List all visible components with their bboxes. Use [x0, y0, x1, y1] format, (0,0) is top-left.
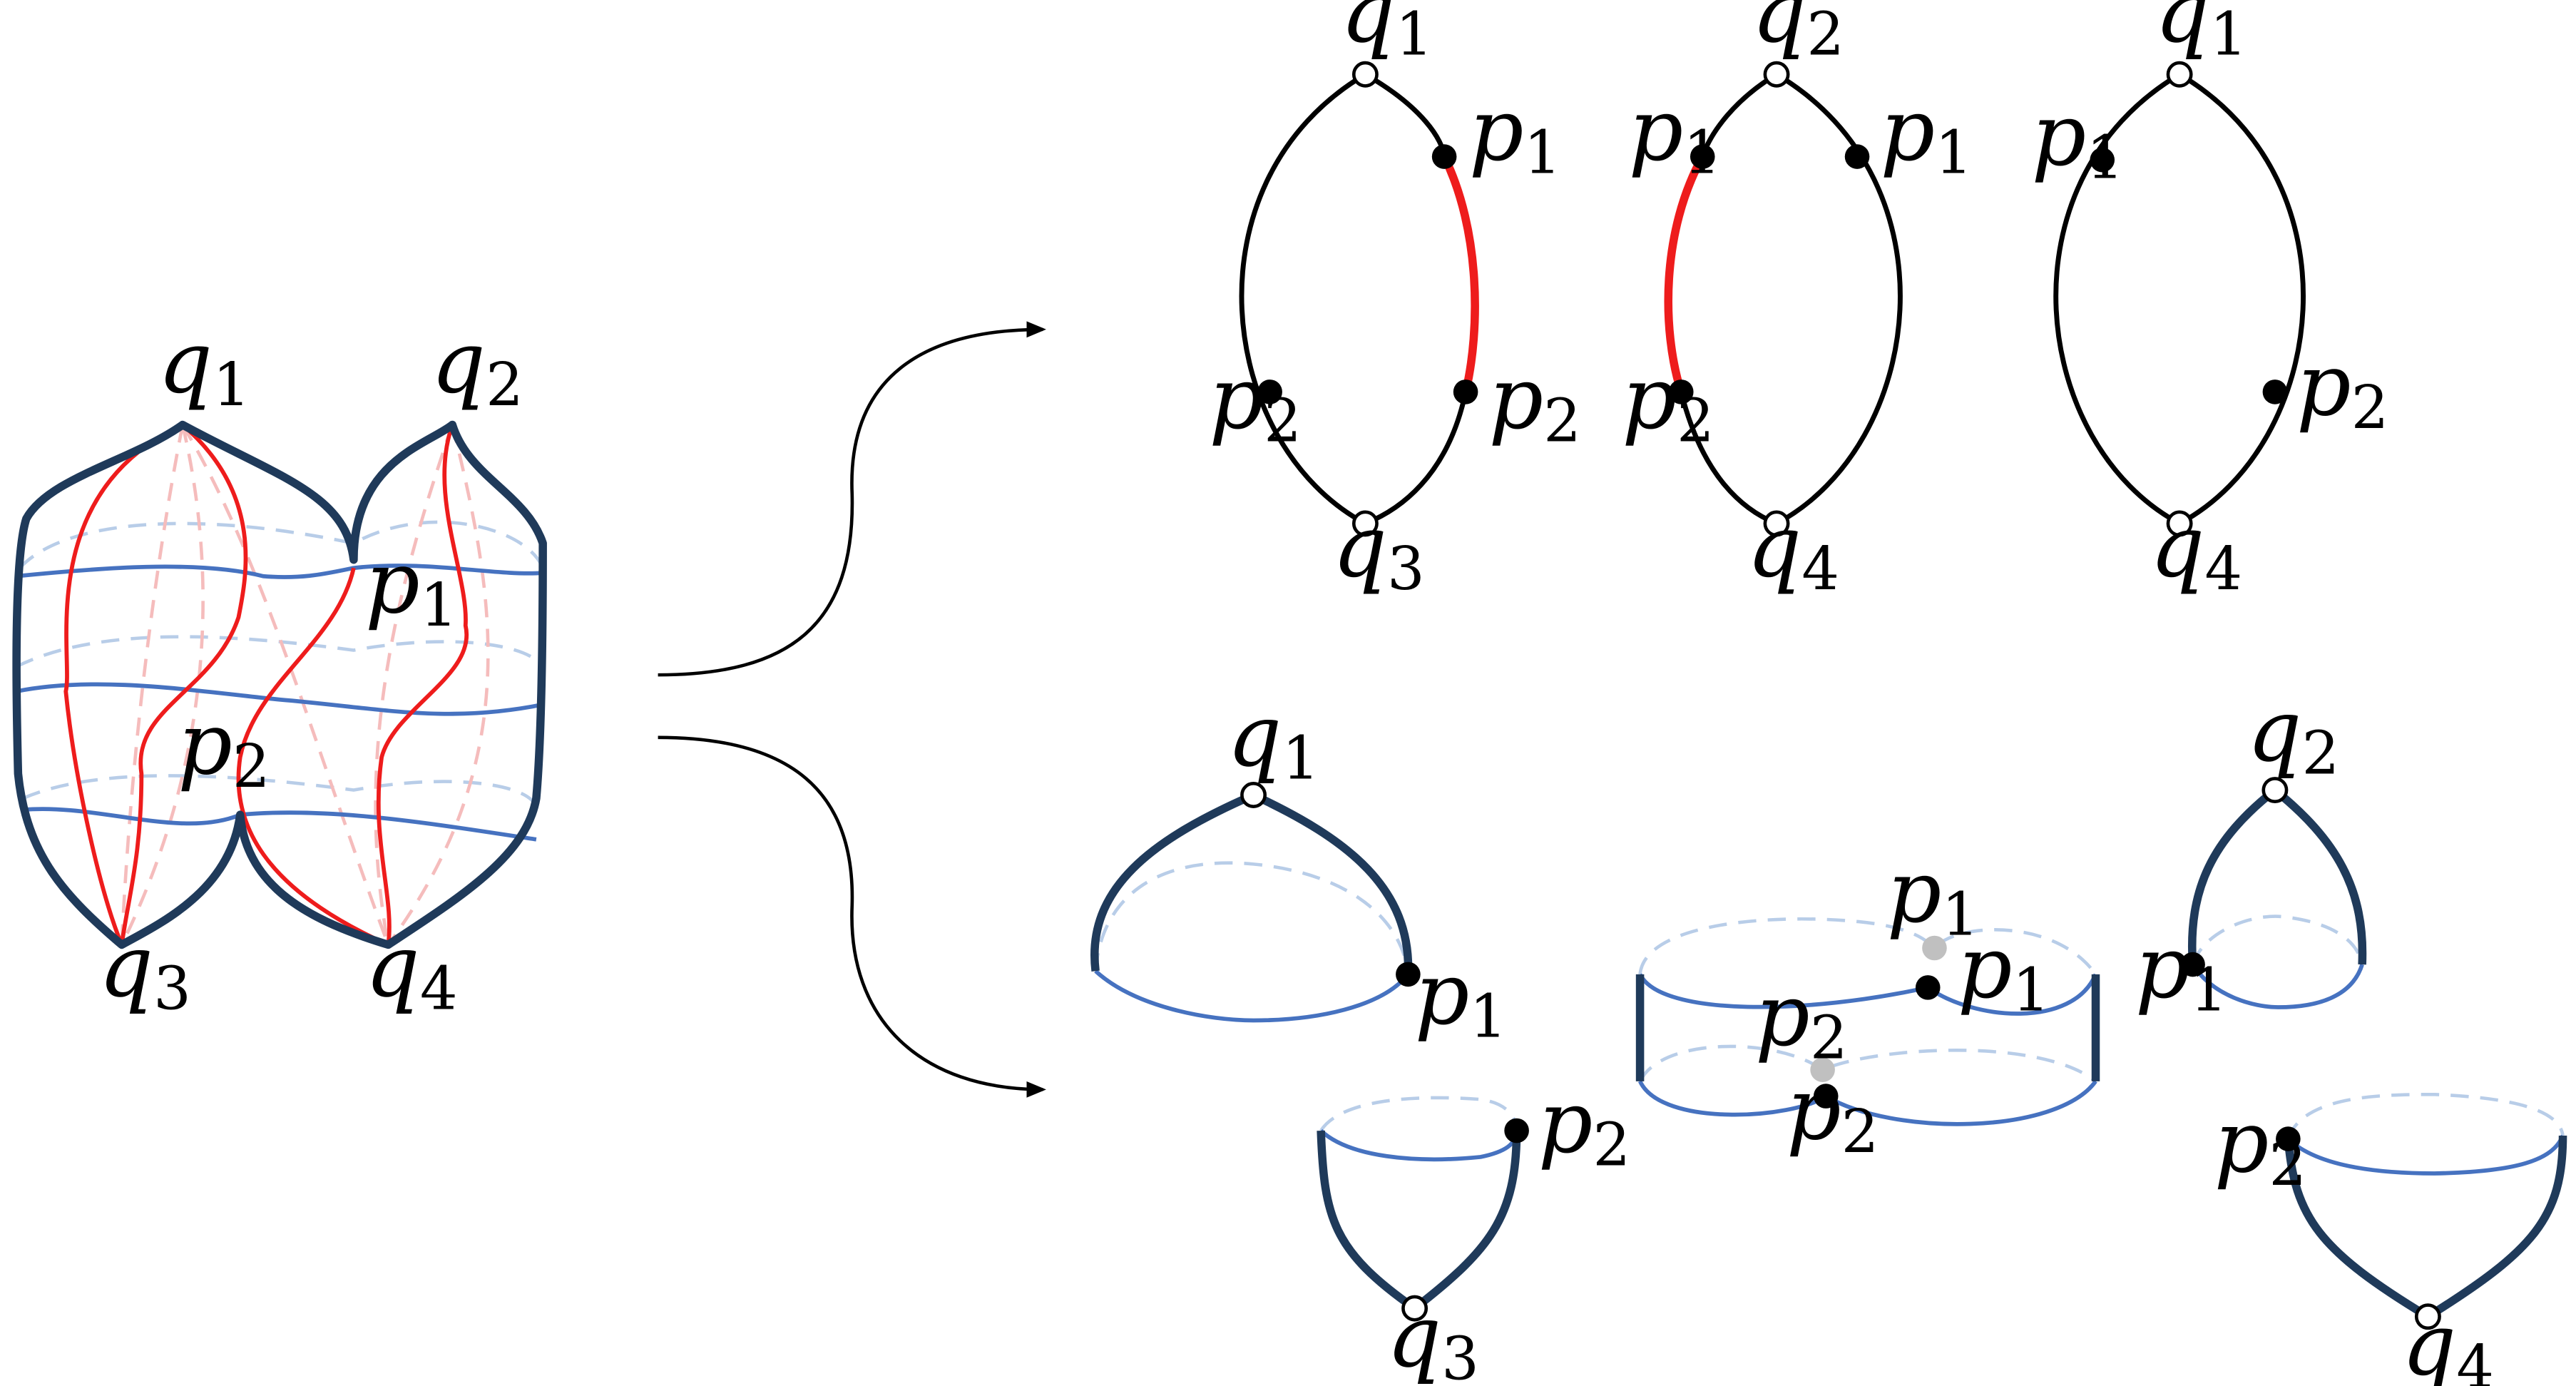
node-p1: [2090, 147, 2115, 173]
graph-2: q2 p1 p1 p2 q4: [1622, 0, 1973, 603]
graph-1: q1 p1 p2 p2 q3: [1209, 0, 1581, 603]
node-q2: [1763, 61, 1790, 88]
g2-label-p1-right: p1: [1880, 81, 1973, 187]
surface-outline: [12, 420, 547, 949]
surface-left: [12, 420, 547, 949]
graph-3: q1 p1 p2 q4: [2032, 0, 2389, 603]
left-labels: q1 q2 p1 p2 q3 q4: [98, 313, 523, 1023]
g1-label-p2: p2: [1488, 350, 1581, 455]
node-q4: [1763, 510, 1790, 537]
label-q2-left: q2: [431, 313, 523, 419]
g2-label-q4: q4: [1747, 498, 1840, 603]
g3-label-p1: p1: [2032, 86, 2125, 192]
arrow-up: [658, 321, 1046, 677]
piece-cup-q4: p2 q4: [2214, 1092, 2567, 1386]
node-p2: [2262, 379, 2288, 404]
pe-label-q4: q4: [2402, 1295, 2495, 1386]
pa-label-q1: q1: [1227, 687, 1320, 793]
label-p2-left: p2: [178, 695, 270, 801]
pc-label-p2: p2: [1787, 1061, 1879, 1166]
hidden-blue-curves: [16, 520, 545, 807]
node-q3: [1351, 510, 1379, 537]
node-p2: [1453, 379, 1478, 404]
pe-label-p2: p2: [2214, 1094, 2307, 1199]
g3-label-q1: q1: [2155, 0, 2248, 69]
label-q4-left: q4: [365, 917, 458, 1023]
pd-label-q2: q2: [2247, 682, 2340, 788]
pc-label-p1-grey: p1: [1887, 843, 1980, 949]
pa-label-p1: p1: [1415, 945, 1508, 1051]
g1-label-q1: q1: [1341, 0, 1433, 69]
node-p2: [1668, 379, 1694, 404]
pc-label-p1: p1: [1958, 919, 2050, 1024]
node-p1: [1431, 144, 1457, 169]
node-q4: [2166, 510, 2193, 537]
piece-cap-q1: q1 p1: [1090, 687, 1508, 1051]
red-curves: [63, 422, 469, 947]
hidden-red-curves: [120, 424, 490, 946]
node-p1-right: [1844, 144, 1870, 169]
label-p1-left: p1: [365, 534, 458, 639]
label-q3-left: q3: [98, 917, 191, 1023]
g2-label-q2: q2: [1752, 0, 1844, 69]
piece-cup-q3: p2 q3: [1317, 1074, 1631, 1386]
node-q1: [2166, 61, 2193, 88]
pb-label-p2: p2: [1538, 1074, 1631, 1179]
g3-label-p2: p2: [2296, 337, 2389, 442]
g2-label-p1-left: p1: [1628, 81, 1721, 187]
g3-label-q4: q4: [2150, 498, 2243, 603]
g1-label-q3: q3: [1332, 498, 1425, 603]
pc-label-p2-grey: p2: [1755, 967, 1848, 1072]
g1-label-p2-left: p2: [1209, 350, 1302, 455]
arrows: [658, 321, 1046, 1098]
node-q1: [1351, 61, 1379, 88]
pb-label-q3: q3: [1386, 1288, 1479, 1386]
pd-label-p1: p1: [2135, 919, 2228, 1024]
blue-curves: [16, 564, 543, 842]
piece-cylinder: p1 p1 p2 p2: [1635, 843, 2100, 1166]
label-q1-left: q1: [158, 313, 250, 419]
node-p1-left: [1690, 144, 1715, 169]
node-p2-left: [1257, 379, 1282, 404]
g1-label-p1: p1: [1469, 81, 1562, 187]
g2-label-p2: p2: [1622, 350, 1714, 455]
arrow-down: [658, 735, 1046, 1098]
piece-cap-q2: q2 p1: [2135, 682, 2367, 1025]
